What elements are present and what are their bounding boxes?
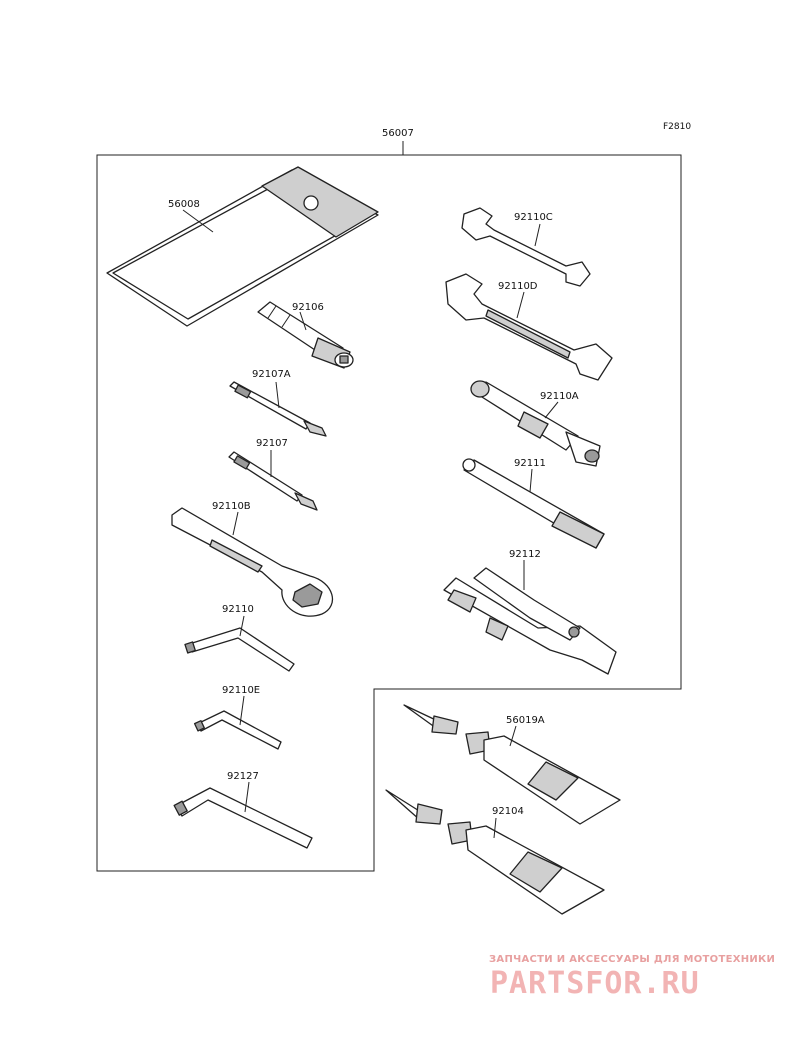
grease-tube-leader	[509, 725, 517, 747]
part-label-handle-bar: 92111	[514, 458, 546, 469]
part-label-plug-wrench: 92110A	[540, 391, 579, 402]
plug-wrench-leader	[544, 401, 559, 419]
driver-bit-a	[229, 381, 327, 437]
driver-bit	[228, 451, 318, 511]
hex-key	[184, 627, 295, 672]
part-label-socket: 92106	[292, 302, 324, 313]
open-wrench-large-leader	[516, 291, 525, 319]
hex-key-small-leader	[239, 695, 245, 726]
watermark-tagline: ЗАПЧАСТИ И АКСЕССУАРЫ ДЛЯ МОТОТЕХНИКИ	[489, 954, 775, 965]
part-label-pliers: 92112	[509, 549, 541, 560]
part-label-driver-bit: 92107	[256, 438, 288, 449]
figure-code: F2810	[663, 122, 691, 132]
part-label-grease-tube: 56019A	[506, 715, 545, 726]
part-label-open-wrench-large: 92110D	[498, 281, 538, 292]
sealant-tube	[385, 789, 605, 915]
ring-wrench	[171, 507, 333, 617]
open-wrench-small-leader	[534, 223, 541, 247]
hex-key-large	[173, 787, 313, 849]
watermark-brand: PARTSFOR.RU	[490, 966, 700, 1001]
part-label-open-wrench-small: 92110C	[514, 212, 553, 223]
socket-leader	[299, 311, 307, 331]
part-label-kit: 56007	[382, 128, 414, 139]
open-wrench-small	[461, 207, 591, 287]
part-label-sealant-tube: 92104	[492, 806, 524, 817]
pliers-tool	[443, 567, 617, 675]
part-label-hex-key: 92110	[222, 604, 254, 615]
hex-key-leader	[239, 615, 245, 637]
plug-wrench	[470, 380, 601, 467]
sealant-tube-leader	[493, 817, 497, 839]
part-label-pouch: 56008	[168, 199, 200, 210]
socket-tool	[257, 301, 354, 369]
part-label-hex-key-large: 92127	[227, 771, 259, 782]
open-wrench-large	[445, 273, 613, 381]
ring-wrench-leader	[232, 511, 239, 536]
handle-bar	[462, 458, 605, 549]
handle-bar-leader	[529, 468, 533, 493]
driver-bit-a-leader	[275, 381, 280, 409]
hex-key-large-leader	[244, 781, 250, 813]
part-label-ring-wrench: 92110B	[212, 501, 251, 512]
part-label-driver-bit-a: 92107A	[252, 369, 291, 380]
kit-frame	[96, 154, 682, 872]
tool-pouch	[106, 166, 379, 327]
pouch-leader	[182, 209, 214, 233]
hex-key-small	[193, 710, 282, 750]
part-label-hex-key-small: 92110E	[222, 685, 260, 696]
grease-tube	[403, 704, 621, 825]
